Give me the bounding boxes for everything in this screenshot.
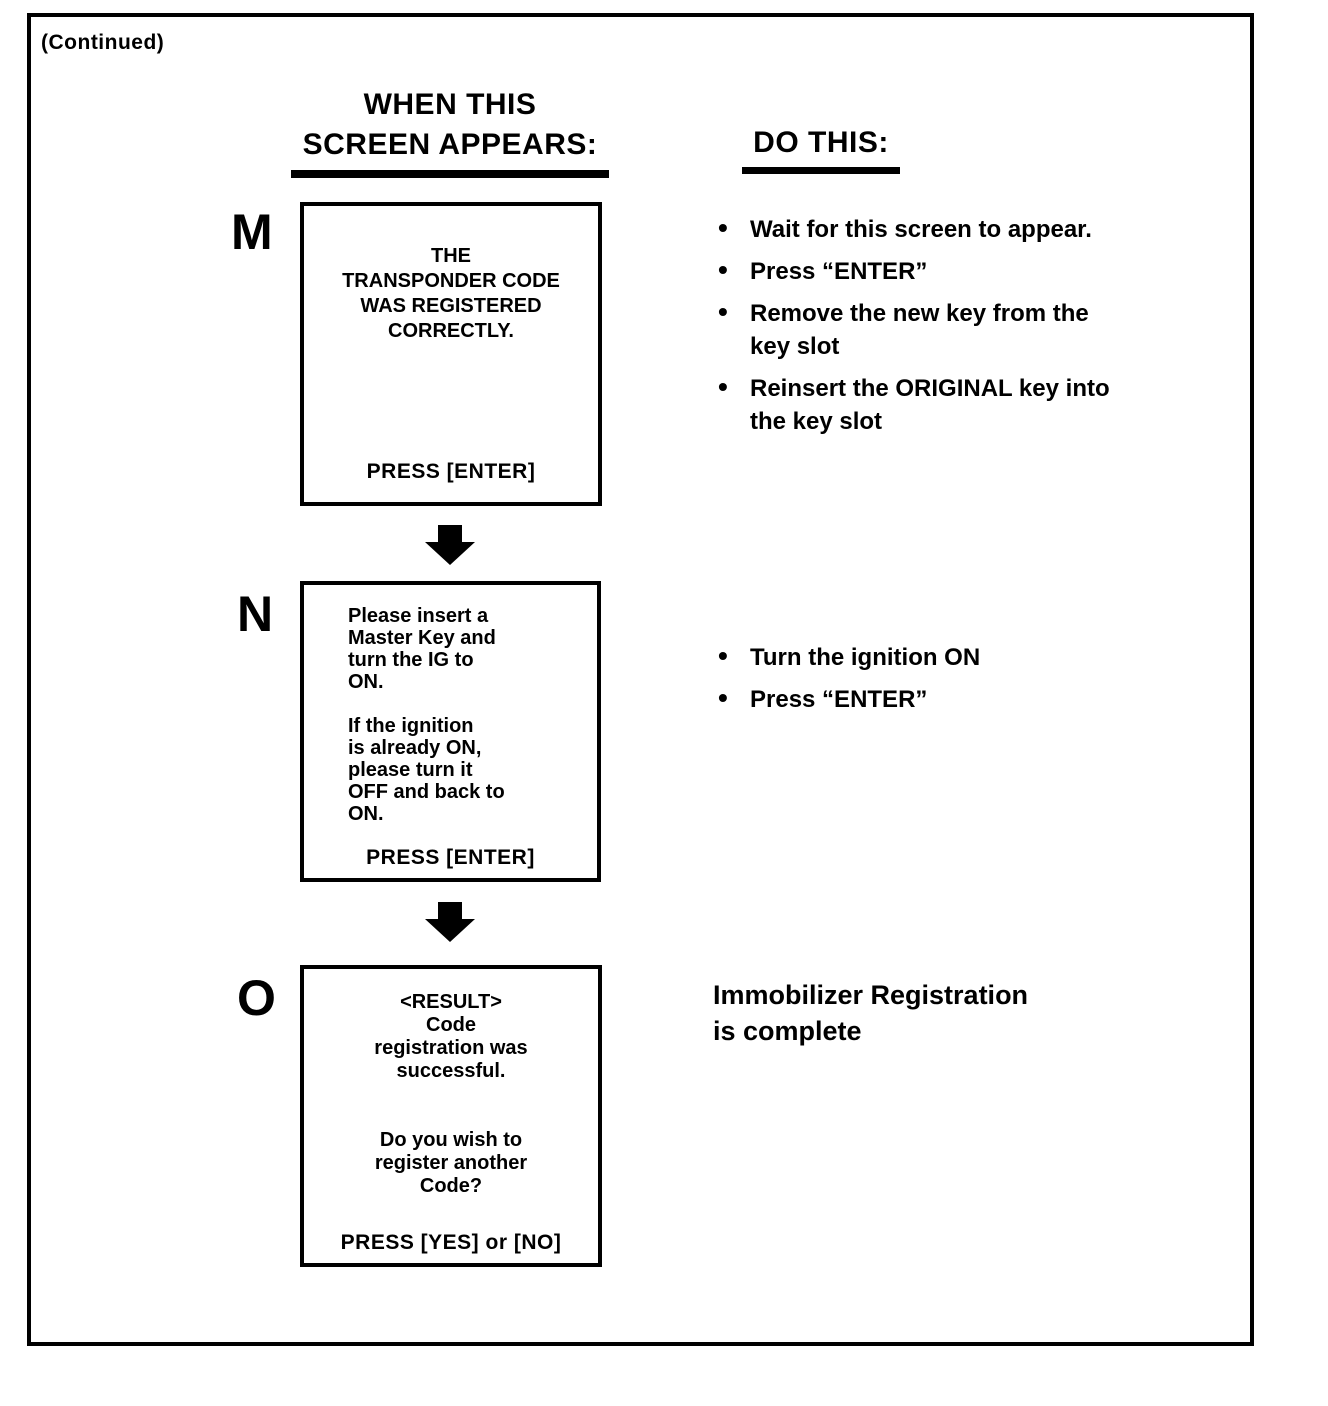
- screen-box-m: THE TRANSPONDER CODE WAS REGISTERED CORR…: [300, 202, 602, 506]
- registration-complete-note: Immobilizer Registration is complete: [713, 980, 1029, 1046]
- instruction-item: Wait for this screen to appear.: [718, 211, 1190, 246]
- instruction-item: Press “ENTER”: [718, 253, 1190, 288]
- instruction-item: Turn the ignition ON: [718, 639, 1190, 674]
- column-header-screens: WHEN THIS SCREEN APPEARS:: [285, 85, 615, 178]
- page-border-frame: (Continued) WHEN THIS SCREEN APPEARS: DO…: [27, 13, 1254, 1346]
- screen-m-message: THE TRANSPONDER CODE WAS REGISTERED CORR…: [342, 245, 560, 342]
- screen-n-message: Please insert a Master Key and turn the …: [348, 605, 505, 825]
- continued-label: (Continued): [41, 31, 165, 54]
- screen-box-o: <RESULT> Code registration was successfu…: [300, 965, 602, 1267]
- heading-underline: [742, 167, 900, 174]
- instruction-item: Reinsert the ORIGINAL key into the key s…: [718, 370, 1190, 438]
- when-this-screen-appears-heading: WHEN THIS SCREEN APPEARS:: [302, 88, 598, 161]
- heading-underline: [291, 170, 609, 178]
- instruction-item: Press “ENTER”: [718, 681, 1190, 716]
- screen-n-footer: PRESS [ENTER]: [366, 846, 535, 869]
- instruction-item: Remove the new key from the key slot: [718, 295, 1190, 363]
- down-arrow-icon: [425, 525, 475, 565]
- column-header-actions: DO THIS:: [736, 123, 906, 174]
- step-label-o: O: [237, 970, 276, 1026]
- instructions-list-n: Turn the ignition ON Press “ENTER”: [718, 639, 1190, 725]
- step-label-n: N: [237, 586, 274, 642]
- instructions-list-m: Wait for this screen to appear. Press “E…: [718, 211, 1190, 447]
- down-arrow-icon: [425, 902, 475, 942]
- screen-box-n: Please insert a Master Key and turn the …: [300, 581, 601, 882]
- screen-o-message: <RESULT> Code registration was successfu…: [374, 991, 528, 1197]
- do-this-heading: DO THIS:: [753, 126, 889, 159]
- step-label-m: M: [231, 204, 273, 260]
- screen-o-footer: PRESS [YES] or [NO]: [340, 1231, 562, 1254]
- screen-m-footer: PRESS [ENTER]: [366, 460, 536, 483]
